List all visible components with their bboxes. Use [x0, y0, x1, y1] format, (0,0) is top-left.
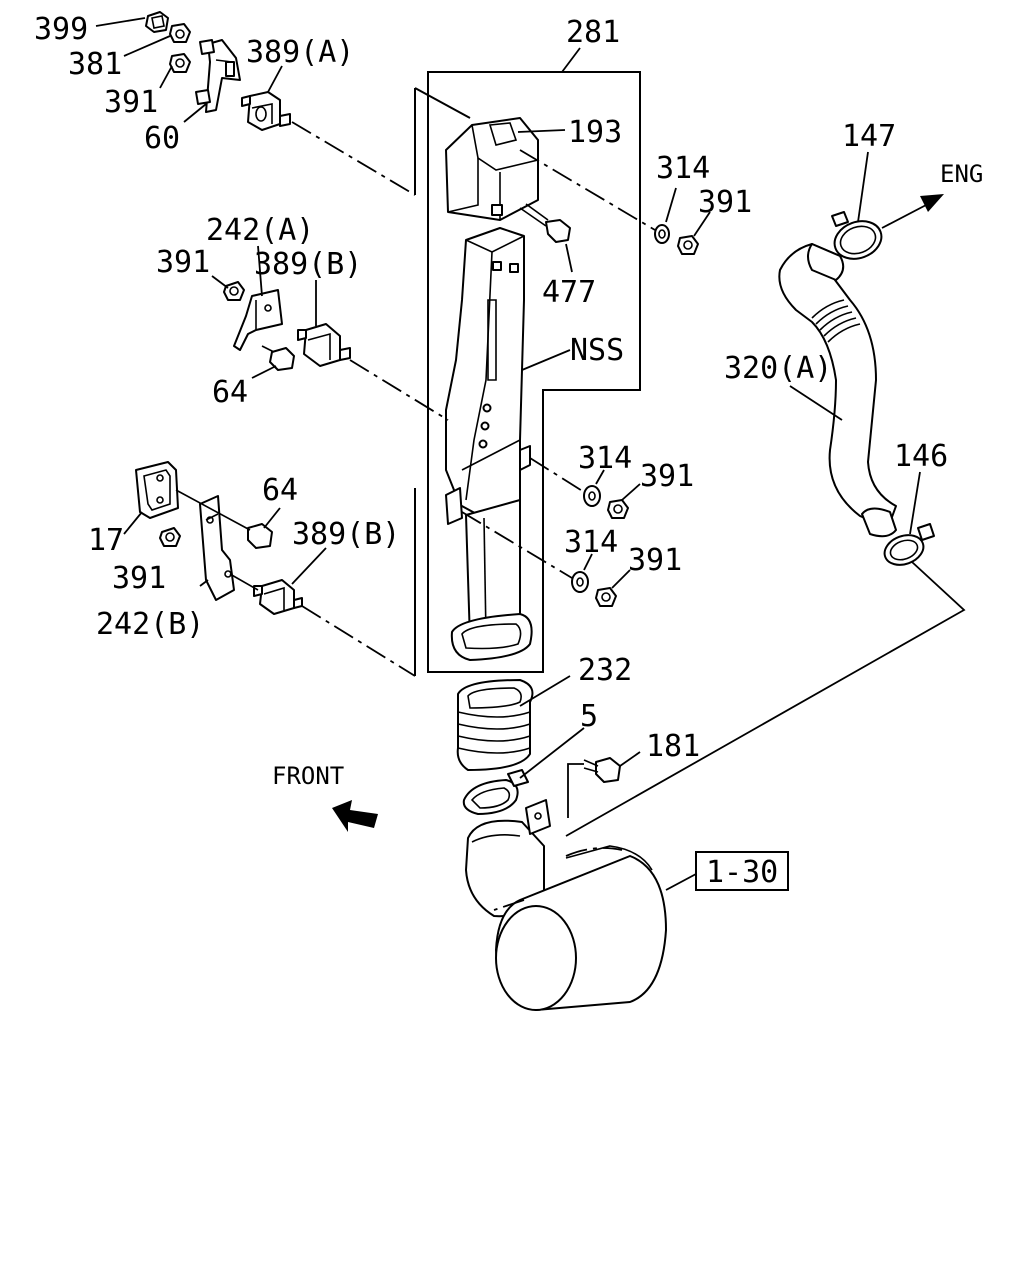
intake-duct — [445, 227, 571, 661]
reference-box-label: 1-30 — [706, 855, 778, 890]
label-193: 193 — [568, 115, 622, 150]
label-381: 381 — [68, 47, 122, 82]
hardware-middle-left — [211, 245, 449, 421]
part-labels: 399 381 391 60 389(A) 281 193 314 391 14… — [34, 12, 983, 890]
label-391: 391 — [112, 561, 166, 596]
label-399: 399 — [34, 12, 88, 47]
intake-cap-193 — [445, 117, 566, 221]
hardware-middle-right — [461, 457, 641, 607]
air-cleaner — [465, 799, 789, 1011]
label-389a: 389(A) — [246, 35, 354, 70]
front-arrow — [332, 800, 378, 832]
label-5: 5 — [580, 699, 598, 734]
label-477: 477 — [542, 275, 596, 310]
label-181: 181 — [646, 729, 700, 764]
label-front: FRONT — [272, 762, 344, 790]
label-391: 391 — [104, 85, 158, 120]
label-389b: 389(B) — [254, 247, 362, 282]
label-320a: 320(A) — [724, 351, 832, 386]
clamp-5 — [462, 727, 585, 815]
intake-hose-320a — [565, 151, 966, 837]
label-242a: 242(A) — [206, 213, 314, 248]
label-64: 64 — [212, 375, 248, 410]
label-314: 314 — [578, 441, 632, 476]
label-eng: ENG — [940, 160, 983, 188]
label-60: 60 — [144, 121, 180, 156]
label-nss: NSS — [570, 333, 624, 368]
bolt-181 — [567, 751, 641, 818]
label-389b: 389(B) — [292, 517, 400, 552]
label-147: 147 — [842, 119, 896, 154]
hardware-lower-left — [123, 461, 416, 677]
label-391: 391 — [628, 543, 682, 578]
label-232: 232 — [578, 653, 632, 688]
label-391: 391 — [156, 245, 210, 280]
label-146: 146 — [894, 439, 948, 474]
label-391: 391 — [698, 185, 752, 220]
label-391: 391 — [640, 459, 694, 494]
hardware-upper-right — [519, 149, 711, 255]
label-314: 314 — [564, 525, 618, 560]
label-17: 17 — [88, 523, 124, 558]
hardware-top-left — [95, 11, 471, 196]
bolt-477 — [519, 203, 573, 273]
label-314: 314 — [656, 151, 710, 186]
label-281: 281 — [566, 15, 620, 50]
label-242b: 242(B) — [96, 607, 204, 642]
label-64: 64 — [262, 473, 298, 508]
assembly-frame-281 — [414, 47, 641, 676]
bellows-232 — [456, 675, 571, 771]
